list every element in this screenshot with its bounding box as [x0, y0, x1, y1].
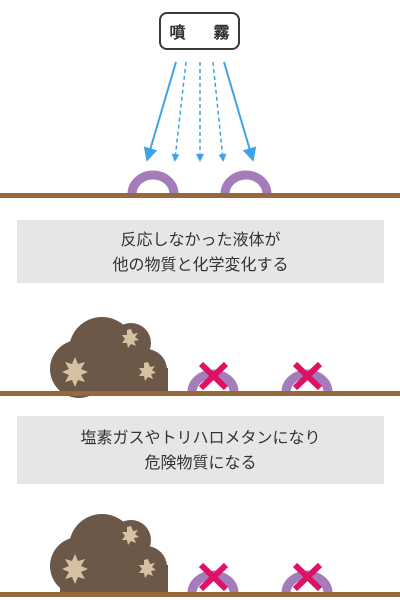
cross-mark-icon — [292, 361, 323, 391]
caption-line: 危険物質になる — [144, 453, 257, 472]
arrow-down-icon — [223, 61, 257, 162]
caption-reaction: 反応しなかった液体が 他の物質と化学変化する — [17, 220, 384, 283]
arrow-down-icon — [212, 61, 227, 162]
caption-hazard: 塩素ガスやトリハロメタンになり 危険物質になる — [17, 416, 384, 484]
caption-line: 反応しなかった液体が — [120, 229, 281, 249]
cross-mark-icon — [292, 562, 323, 592]
gas-cloud-icon — [50, 317, 168, 398]
gas-cloud-icon — [50, 514, 168, 595]
spray-label: 噴 霧 — [159, 12, 240, 50]
cross-mark-icon — [198, 361, 229, 391]
shelf-line — [0, 391, 400, 396]
caption-line: 他の物質と化学変化する — [112, 254, 289, 274]
spray-arrows — [143, 61, 257, 162]
caption-line: 塩素ガスやトリハロメタンになり — [80, 428, 321, 447]
droplet-ring-icon — [220, 170, 272, 195]
cross-mark-icon — [198, 562, 229, 592]
arrow-down-icon — [171, 61, 187, 162]
shelf-line — [0, 193, 400, 198]
arrow-down-icon — [143, 61, 177, 162]
shelf-line — [0, 592, 400, 597]
droplet-ring-icon — [127, 170, 179, 195]
